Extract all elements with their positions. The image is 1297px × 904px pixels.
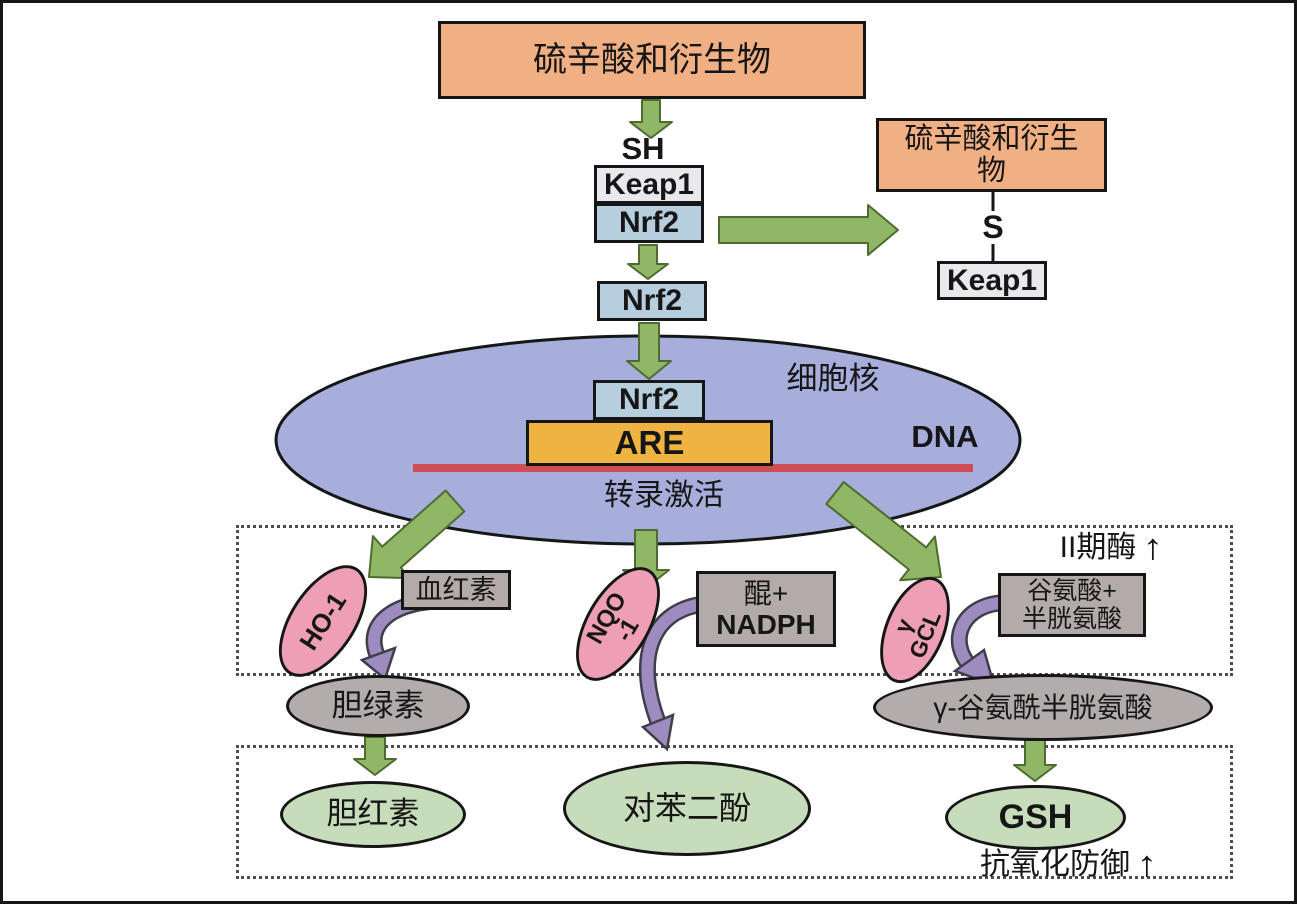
phase2-enzymes-label: II期酶 ↑ [1021,527,1201,567]
lipoic-acid-box: 硫辛酸和衍生物 [438,21,866,99]
antioxidant-defense-label: 抗氧化防御 ↑ [953,844,1183,884]
arrow-biliverdin-to-bilirubin [353,736,397,776]
gcl-enzyme-label: γ GCL [884,599,946,662]
arrow-complex-to-nrf2 [627,244,669,280]
biliverdin-ellipse: 胆绿素 [286,675,470,737]
quinone-nadph-box: 醌+ NADPH [696,571,836,647]
glutamate-line2: 半胱氨酸 [1021,605,1122,633]
nuclear-nrf2-box: Nrf2 [593,380,705,420]
heme-substrate-box: 血红素 [401,570,511,610]
green-arrows [353,99,1057,782]
transcription-activation-label: 转录激活 [604,478,724,512]
sh-label: SH [621,130,665,166]
ho1-enzyme-label: HO-1 [293,586,353,656]
glutamate-line1: 谷氨酸+ [1027,577,1117,605]
nqo1-reaction-arrow [641,598,705,725]
quinone-line1: 醌+ [743,577,789,609]
arrow-lipoic-to-sh [629,99,673,139]
dna-label: DNA [911,418,979,454]
arrow-ggc-to-gsh [1013,739,1057,782]
keap1-released-box: Keap1 [937,261,1047,300]
arrow-nrf2-into-nucleus [626,322,672,380]
antioxidant-defense-text: 抗氧化防御 [980,847,1130,881]
nrf2-bound-box: Nrf2 [594,203,704,243]
antioxidant-up-arrow-icon: ↑ [1136,843,1158,885]
arrow-nucleus-to-ho1 [368,489,466,580]
phase2-enzymes-text: II期酶 [1059,530,1137,564]
released-box-line1: 硫辛酸和衍生 [904,122,1079,155]
lipoic-acid-released-box: 硫辛酸和衍生 物 [876,118,1107,192]
quinone-line2: NADPH [716,609,816,640]
bilirubin-ellipse: 胆红素 [280,781,466,848]
arrows-and-shapes-layer [274,99,1057,782]
nqo1-reaction-arrowhead [640,713,675,752]
gsh-ellipse: GSH [945,785,1126,850]
gcl-reaction-arrow [953,597,1001,671]
free-nrf2-box: Nrf2 [597,281,707,321]
antioxidant-defense-region [236,745,1233,879]
ho1-reaction-arrowhead [359,645,397,682]
glutamate-cysteine-box: 谷氨酸+ 半胱氨酸 [998,573,1146,637]
released-box-line2: 物 [976,155,1006,187]
arrow-release-right [718,204,899,256]
gamma-glutamylcysteine-ellipse: γ-谷氨酰半胱氨酸 [873,674,1213,741]
dna-strand-line [413,464,973,472]
phase2-up-arrow-icon: ↑ [1142,526,1164,568]
keap1-box: Keap1 [594,165,704,204]
s-bond-label: S [982,209,1004,246]
nucleus-label: 细胞核 [786,360,880,396]
are-box: ARE [526,420,773,466]
hydroquinone-ellipse: 对苯二酚 [563,761,811,856]
